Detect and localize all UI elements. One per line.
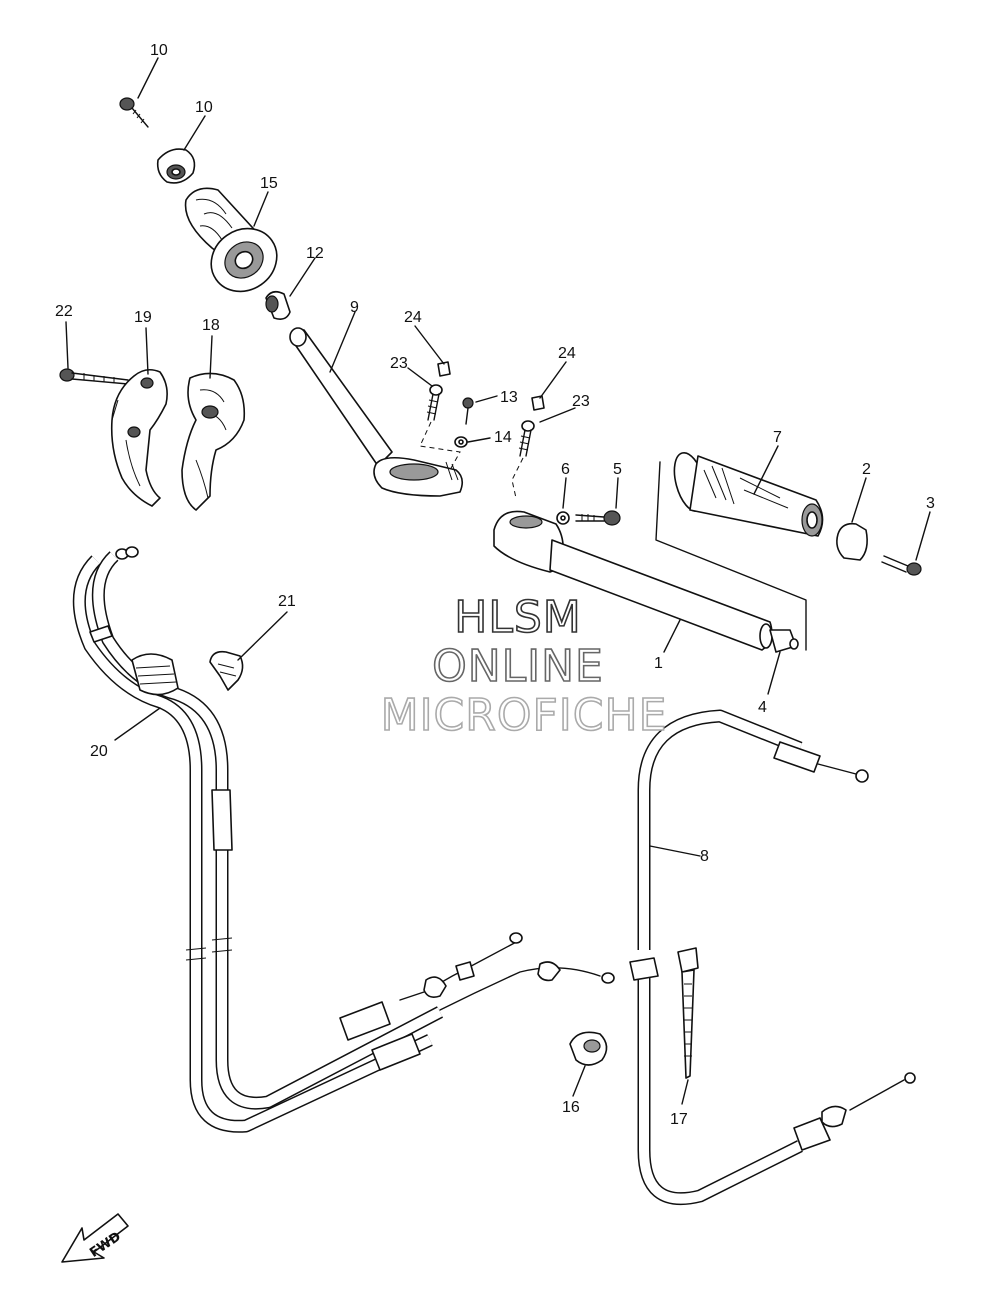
- fwd-badge: FWD: [61, 1213, 129, 1263]
- part-15-throttle-grip: [184, 187, 278, 293]
- part-9-right-handlebar: [289, 327, 464, 497]
- part-1-left-handlebar: [493, 510, 773, 651]
- callout-8: 8: [700, 848, 709, 865]
- callout-1: 1: [654, 655, 663, 672]
- part-11-bolt: [119, 97, 149, 128]
- callout-23a: 23: [390, 355, 408, 372]
- callout-16: 16: [562, 1099, 580, 1116]
- left-handlebar-group: [493, 395, 922, 653]
- part-13-bolt: [462, 397, 474, 425]
- part-23-bolt-a: [419, 384, 461, 471]
- callout-23b: 23: [572, 393, 590, 410]
- part-2-bar-end-weight: [836, 522, 868, 561]
- right-handlebar-group: [119, 97, 474, 497]
- callout-22: 22: [55, 303, 73, 320]
- switch-housing-group: [59, 368, 246, 511]
- callout-12: 12: [306, 245, 324, 262]
- part-7-left-grip: [673, 451, 824, 537]
- callout-24a: 24: [404, 309, 422, 326]
- callout-24b: 24: [558, 345, 576, 362]
- callout-11: 10: [150, 42, 168, 59]
- callout-14: 14: [494, 429, 512, 446]
- callout-9: 9: [350, 299, 359, 316]
- grip-group-bracket: [655, 461, 807, 651]
- callout-13: 13: [500, 389, 518, 406]
- part-5-bolt: [575, 510, 621, 526]
- watermark-line-1: HLSM: [454, 592, 582, 643]
- part-17-cable-tie: [677, 947, 699, 1079]
- callout-18: 18: [202, 317, 220, 334]
- part-22-screw: [59, 368, 129, 385]
- callout-19: 19: [134, 309, 152, 326]
- part-3-bolt: [881, 555, 922, 576]
- callout-20: 20: [90, 743, 108, 760]
- callout-17: 17: [670, 1111, 688, 1128]
- part-14-washer: [454, 436, 468, 448]
- fwd-arrow-icon: [61, 1213, 129, 1263]
- callout-6: 6: [561, 461, 570, 478]
- part-20-throttle-cables: [72, 546, 615, 1133]
- part-21-cable-clamp: [209, 650, 244, 691]
- callout-4: 4: [758, 699, 767, 716]
- callout-7: 7: [773, 429, 782, 446]
- part-10-bar-end-weight: [156, 148, 196, 184]
- callout-10: 10: [195, 99, 213, 116]
- callout-21: 21: [278, 593, 296, 610]
- part-16-cable-clamp: [569, 1031, 608, 1066]
- watermark: HLSM ONLINE MICROFICHE: [380, 591, 668, 742]
- part-8-clutch-cable: [629, 709, 916, 1206]
- part-18-upper-switch-housing: [181, 372, 246, 511]
- watermark-line-3: MICROFICHE: [381, 690, 668, 741]
- callout-2: 2: [862, 461, 871, 478]
- leader-lines: [65, 57, 931, 1105]
- part-24-nut-a: [437, 361, 451, 377]
- callout-5: 5: [613, 461, 622, 478]
- part-24-nut-b: [531, 395, 545, 411]
- part-19-lower-switch-housing: [110, 368, 168, 507]
- callout-15: 15: [260, 175, 278, 192]
- watermark-line-2: ONLINE: [432, 641, 604, 692]
- callout-labels: 10 10 15 12 9 24 23 13 14 24 23 6 5 7 2 …: [55, 42, 935, 1128]
- callout-3: 3: [926, 495, 935, 512]
- part-23-bolt-b: [511, 420, 535, 499]
- part-6-washer: [556, 511, 570, 525]
- part-4-bar-end-collar: [769, 629, 799, 653]
- part-12-collar: [265, 290, 291, 320]
